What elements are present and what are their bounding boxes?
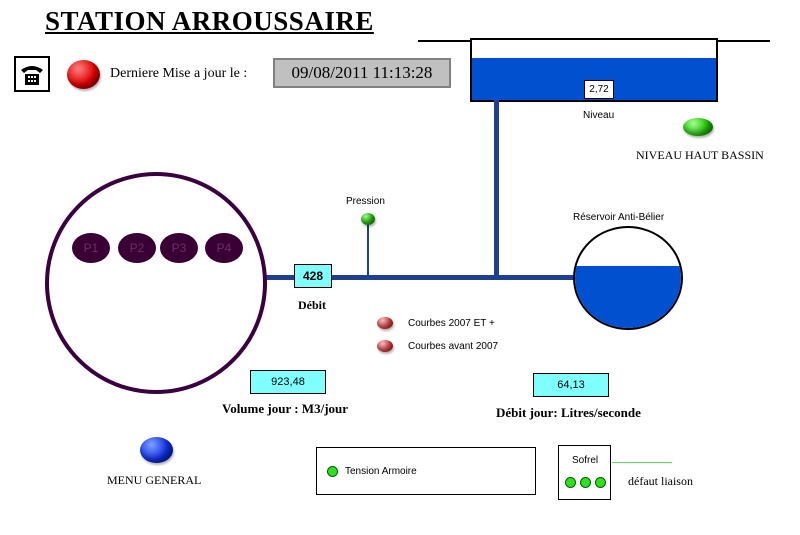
pump-station-circle [45,172,267,394]
alarm-indicator[interactable] [67,60,100,89]
high-level-label: NIVEAU HAUT BASSIN [636,148,764,162]
level-value: 2,72 [584,80,614,99]
sofrel-indicator-2 [580,477,591,488]
menu-general-button[interactable] [140,437,173,463]
daily-volume-value: 923,48 [250,370,326,394]
high-level-indicator [683,118,713,136]
last-update-value: 09/08/2011 11:13:28 [273,58,451,88]
link-fault-label: défaut liaison [628,474,693,488]
level-label: Niveau [583,110,615,121]
sofrel-indicator-1 [565,477,576,488]
anti-ram-reservoir [573,226,683,330]
flow-label: Débit [298,298,326,312]
pressure-indicator [361,213,375,225]
tension-indicator [327,466,338,477]
pressure-stem [367,224,369,276]
tension-label: Tension Armoire [345,466,417,477]
vertical-pipe [494,100,499,280]
sofrel-indicator-3 [595,477,606,488]
pressure-label: Pression [346,196,385,207]
sofrel-panel: Sofrel [558,445,611,500]
page-title: STATION ARROUSSAIRE [45,6,374,36]
curves-before-2007-label[interactable]: Courbes avant 2007 [408,341,499,352]
curves-2007-label[interactable]: Courbes 2007 ET + [408,318,495,329]
tension-panel: Tension Armoire [316,447,536,495]
pump-3[interactable]: P3 [160,233,198,263]
pump-2[interactable]: P2 [118,233,156,263]
daily-flow-label: Débit jour: Litres/seconde [496,405,641,420]
daily-volume-label: Volume jour : M3/jour [222,401,349,416]
curves-2007-button[interactable] [377,317,393,329]
sofrel-label: Sofrel [572,455,599,466]
flow-value: 428 [294,264,332,288]
reservoir-water [575,266,681,328]
reservoir-label: Réservoir Anti-Bélier [573,212,665,223]
pump-1[interactable]: P1 [72,233,110,263]
telephone-icon[interactable] [14,56,50,92]
link-status-line [612,462,672,463]
curves-before-2007-button[interactable] [377,340,393,352]
menu-general-label[interactable]: MENU GENERAL [107,473,202,487]
main-pipe [265,275,575,280]
pump-4[interactable]: P4 [205,233,243,263]
last-update-label: Derniere Mise a jour le : [110,66,248,81]
daily-flow-value: 64,13 [533,373,609,397]
